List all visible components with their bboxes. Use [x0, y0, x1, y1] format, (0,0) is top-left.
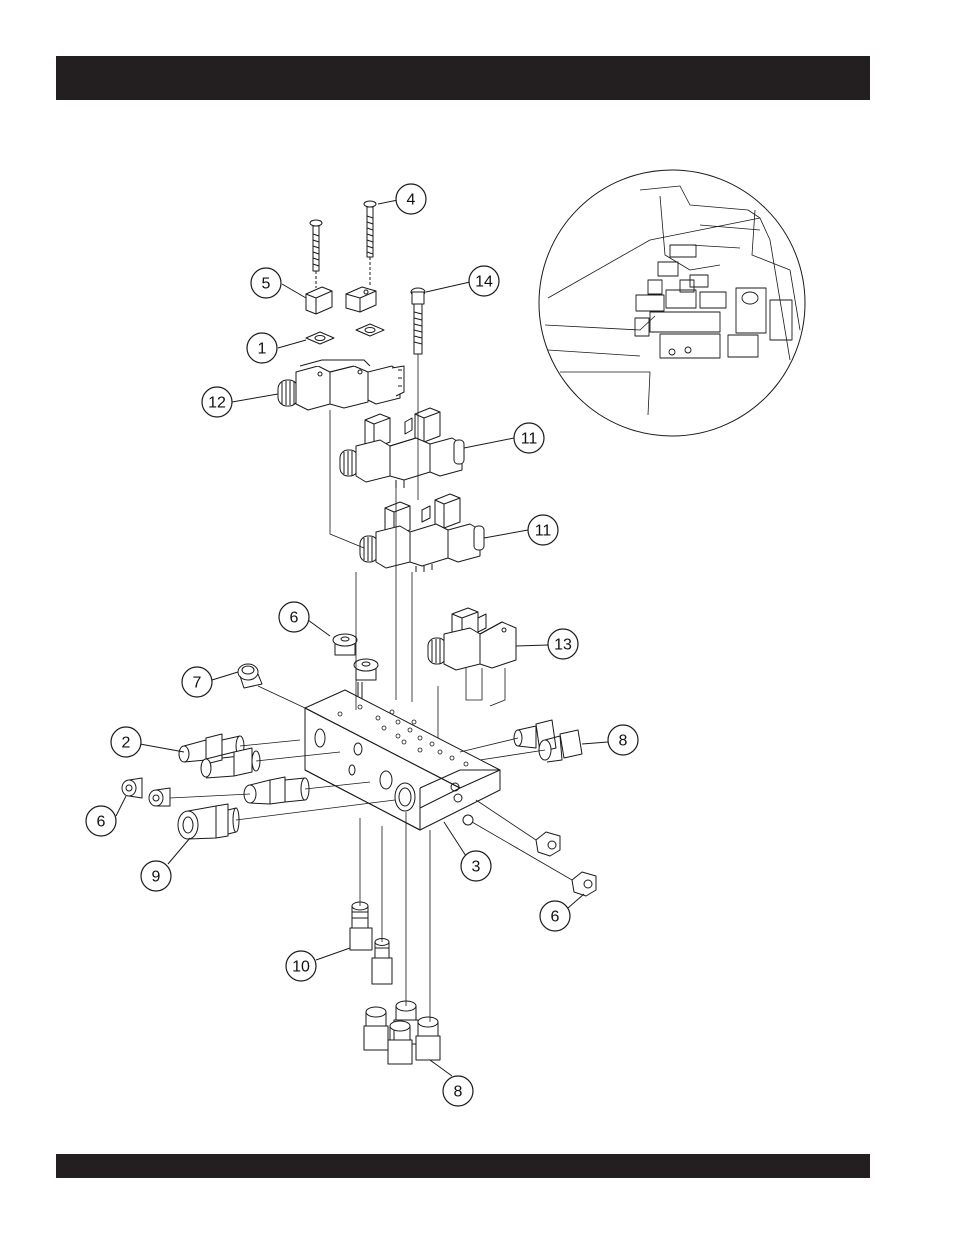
detail-inset	[539, 170, 805, 436]
callout-label-6a: 6	[290, 610, 299, 627]
plug-item-7	[238, 664, 262, 688]
callout-label-8a: 8	[619, 733, 628, 750]
fitting-item-9	[178, 804, 239, 839]
gasket-item-1	[306, 324, 384, 344]
valve-item-11-upper	[340, 408, 464, 488]
callout-label-12: 12	[208, 395, 226, 412]
plug-item-6-upper	[333, 634, 378, 700]
screw-item-4	[364, 201, 376, 257]
fitting-item-10	[350, 902, 392, 984]
callout-label-13: 13	[554, 637, 572, 654]
fitting-item-2	[179, 734, 260, 778]
valve-item-12	[278, 360, 404, 410]
valve-item-13	[428, 608, 516, 670]
screw-item-14	[411, 288, 425, 354]
callout-label-8b: 8	[454, 1084, 463, 1101]
manifold-block-item-3	[305, 690, 500, 830]
fitting-item-8-bottom	[364, 1001, 440, 1064]
callout-label-7: 7	[193, 675, 202, 692]
plug-item-6-left	[122, 778, 170, 806]
callout-label-6b: 6	[97, 814, 106, 831]
screw-left	[310, 220, 322, 271]
fitting-item-8-right	[514, 720, 582, 762]
callout-label-3: 3	[472, 859, 481, 876]
callout-label-10: 10	[292, 959, 310, 976]
connector-item-5	[306, 287, 376, 314]
callout-label-14: 14	[475, 274, 493, 291]
callout-label-4: 4	[407, 192, 416, 209]
callout-label-9: 9	[152, 869, 161, 886]
callout-label-1: 1	[258, 341, 267, 358]
callout-label-6c: 6	[551, 909, 560, 926]
callout-label-11a: 11	[521, 431, 538, 448]
callout-label-11b: 11	[535, 523, 552, 540]
callout-label-2: 2	[122, 735, 131, 752]
fitting-middle	[244, 777, 309, 804]
callout-label-5: 5	[262, 276, 271, 293]
valve-item-11-lower	[360, 494, 484, 572]
